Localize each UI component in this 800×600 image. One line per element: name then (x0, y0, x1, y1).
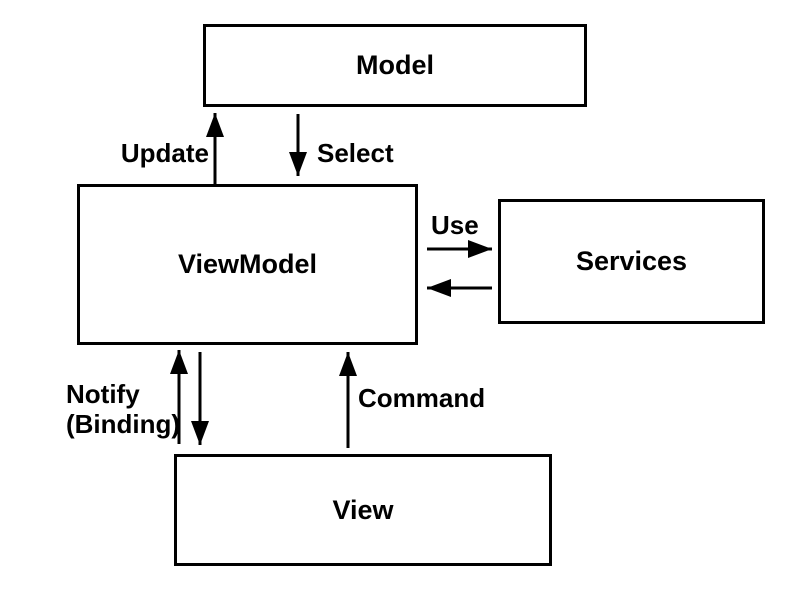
node-model-label: Model (356, 50, 434, 80)
edge-label-notify-line2: (Binding) (66, 408, 181, 439)
edge-label-select: Select (317, 138, 394, 168)
edge-label-notify-line1: Notify (66, 379, 140, 409)
node-services-label: Services (575, 246, 688, 276)
edge-label-update: Update (120, 138, 209, 168)
edge-label-notify: Notify (Binding) (66, 379, 181, 440)
node-viewmodel: ViewModel (77, 184, 418, 345)
node-view: View (174, 454, 552, 566)
node-viewmodel-label: ViewModel (177, 249, 318, 279)
edge-label-use: Use (431, 210, 479, 240)
edge-label-command: Command (358, 383, 486, 413)
node-view-label: View (332, 494, 394, 525)
node-model: Model (203, 24, 587, 107)
node-services: Services (498, 199, 765, 324)
